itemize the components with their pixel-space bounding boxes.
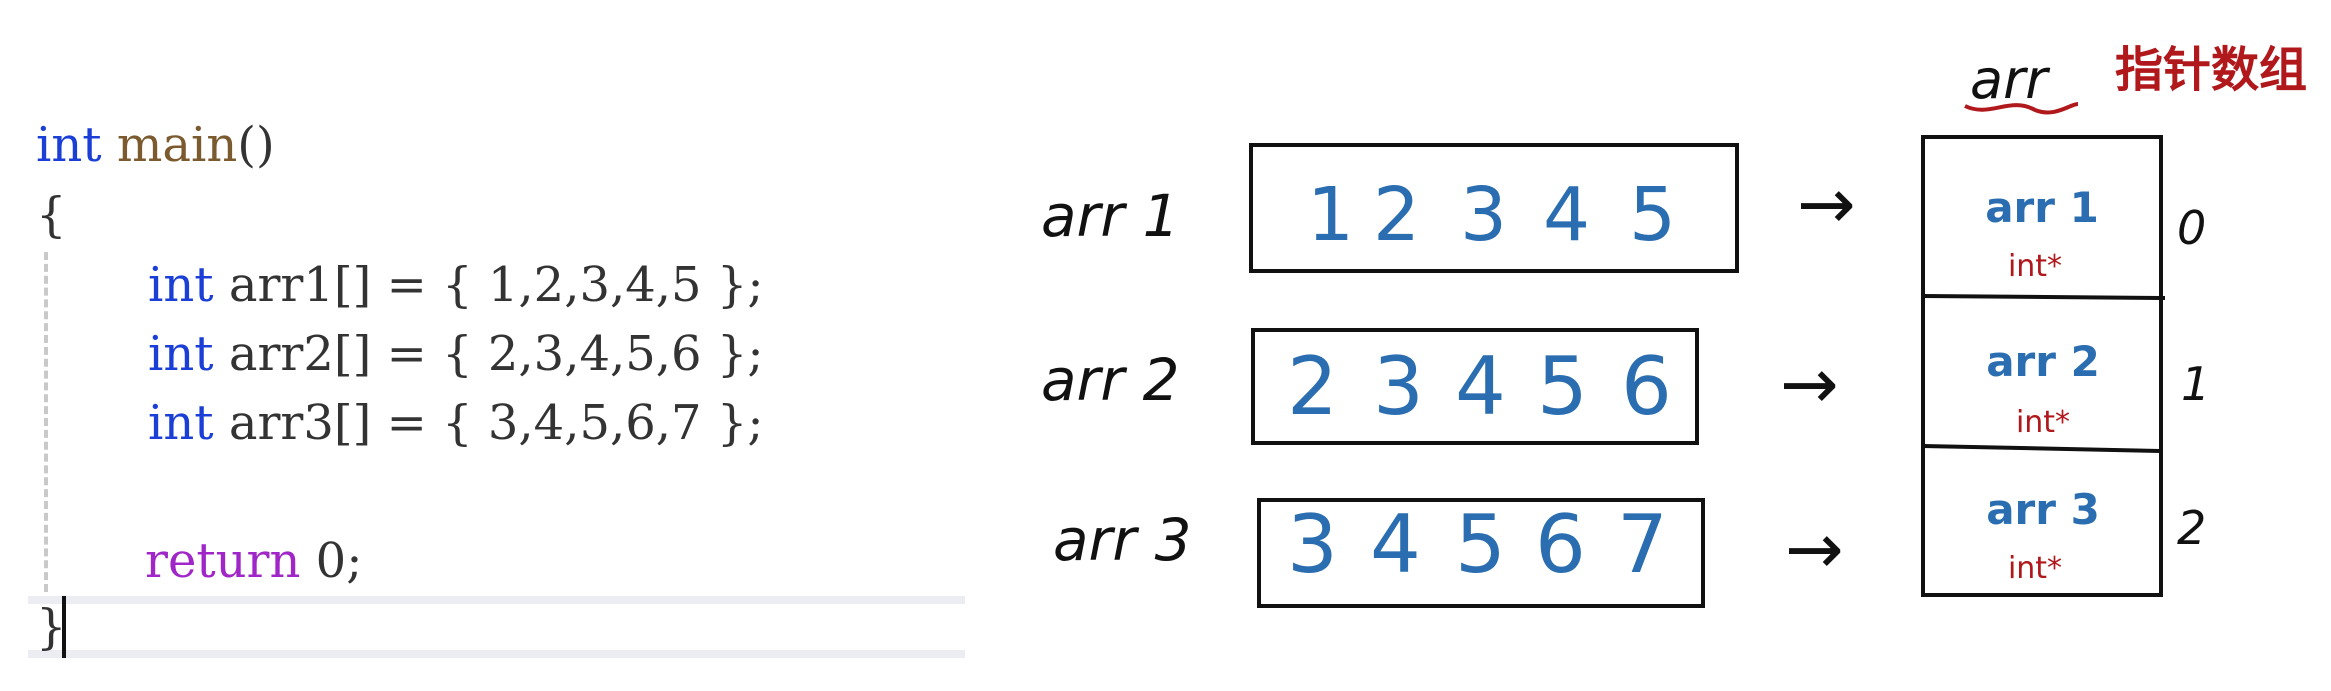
cell-name: arr 3 [1986,485,2100,534]
parens: () [237,117,275,173]
open-brace: { [36,187,67,243]
array-value: 5 [1629,172,1676,258]
array-value: 2 [1287,340,1338,433]
array-value: 3 [1373,340,1424,433]
diagram-canvas: arr 指针数组 arr 1 1 2 3 4 5 → arr 2 2 3 4 5… [1041,42,2307,608]
array-declaration: arr1[] = { 1,2,3,4,5 }; [228,257,764,313]
arrow-icon: → [1797,163,1856,245]
cell-type: int* [2016,405,2070,440]
array-value: 5 [1537,340,1588,433]
cell-type: int* [2008,551,2062,586]
array-value: 7 [1617,498,1668,591]
pointer-array-diagram: arr 指针数组 arr 1 1 2 3 4 5 → arr 2 2 3 4 5… [965,0,2331,691]
keyword-return: return [145,533,301,589]
code-line-arr2: int arr2[] = { 2,3,4,5,6 }; [148,319,764,389]
cell-type: int* [2008,249,2062,284]
pointer-array-caption: 指针数组 [2115,42,2307,98]
array-value: 6 [1621,340,1672,433]
array-value: 3 [1287,498,1338,591]
close-brace: } [36,599,67,655]
array-box-arr3 [1257,498,1705,608]
index-label: 0 [2177,201,2206,255]
keyword-int: int [36,117,102,173]
array-value: 4 [1370,498,1421,591]
code-editor[interactable]: int main() { int arr1[] = { 1,2,3,4,5 };… [0,0,965,691]
code-line-arr1: int arr1[] = { 1,2,3,4,5 }; [148,250,764,320]
text-cursor [62,596,66,658]
code-line-arr3: int arr3[] = { 3,4,5,6,7 }; [148,388,764,458]
array-value: 4 [1455,340,1506,433]
code-line-close-brace: } [36,592,67,662]
array-value: 1 [1307,172,1354,258]
index-label: 1 [2181,357,2210,411]
array-value: 2 [1373,172,1420,258]
current-line-highlight [28,596,965,658]
row-label-arr1: arr 1 [1041,182,1180,250]
array-box-arr2 [1251,328,1699,445]
keyword-int: int [148,395,214,451]
array-value: 6 [1535,498,1586,591]
label-underline [1964,102,2079,115]
cell-name: arr 1 [1985,183,2099,232]
array-declaration: arr2[] = { 2,3,4,5,6 }; [228,326,764,382]
code-line-main: int main() [36,110,275,180]
cell-divider [1922,294,2166,300]
keyword-int: int [148,257,214,313]
array-declaration: arr3[] = { 3,4,5,6,7 }; [228,395,764,451]
keyword-int: int [148,326,214,382]
cell-name: arr 2 [1986,337,2100,386]
return-value: 0; [300,533,363,589]
pointer-array-label: arr [1970,48,2050,111]
array-value: 3 [1460,172,1507,258]
indent-guide [44,252,48,592]
cell-divider [1922,444,2162,453]
array-box-arr1 [1249,143,1739,273]
array-value: 5 [1455,498,1506,591]
code-line-return: return 0; [145,526,362,596]
array-value: 4 [1543,172,1590,258]
code-line-open-brace: { [36,180,67,250]
index-label: 2 [2177,501,2206,555]
arrow-icon: → [1780,343,1839,425]
arrow-icon: → [1785,508,1844,590]
pointer-array-box [1921,135,2163,597]
row-label-arr2: arr 2 [1041,346,1180,414]
row-label-arr3: arr 3 [1053,506,1192,574]
function-name: main [116,117,238,173]
